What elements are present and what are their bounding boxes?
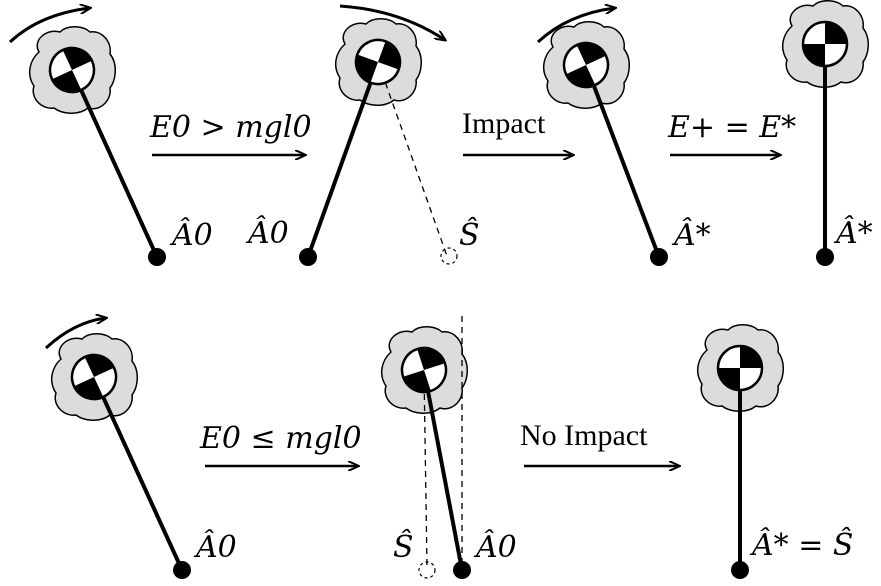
rotation-arrow <box>44 318 106 350</box>
top-state-2: Â0 Ŝ <box>245 4 480 266</box>
rotation-arrow <box>8 8 90 44</box>
top-arrow-2-label: Impact <box>462 107 546 140</box>
point-label-A0: Â0 <box>169 217 213 253</box>
rotation-arrow <box>339 4 445 40</box>
point-label-Astar: Â* <box>833 215 873 251</box>
top-state-1: Â0 <box>8 8 213 266</box>
top-arrow-3-label: E+ = E* <box>667 110 796 145</box>
point-label-S: Ŝ <box>459 217 480 253</box>
point-label-Astar: Â* <box>671 217 711 253</box>
bottom-final-label: Â* = Ŝ <box>749 527 853 563</box>
bottom-state-3: Â* = Ŝ <box>696 323 853 579</box>
bottom-arrow-1-label: E0 ≤ mgl0 <box>199 421 362 456</box>
bottom-state-2: Ŝ Â0 <box>380 316 517 579</box>
point-label-S: Ŝ <box>393 529 414 565</box>
point-label-A0: Â0 <box>473 529 517 565</box>
point-label-A0: Â0 <box>245 215 289 251</box>
top-state-4: Â* <box>781 0 873 266</box>
top-arrow-1-label: E0 > mgl0 <box>149 110 312 145</box>
top-state-3: Â* <box>536 8 711 266</box>
bottom-state-1: Â0 <box>44 318 237 579</box>
bottom-arrow-2-label: No Impact <box>520 419 648 452</box>
rotation-arrow <box>536 8 615 44</box>
point-label-A0: Â0 <box>193 529 237 565</box>
